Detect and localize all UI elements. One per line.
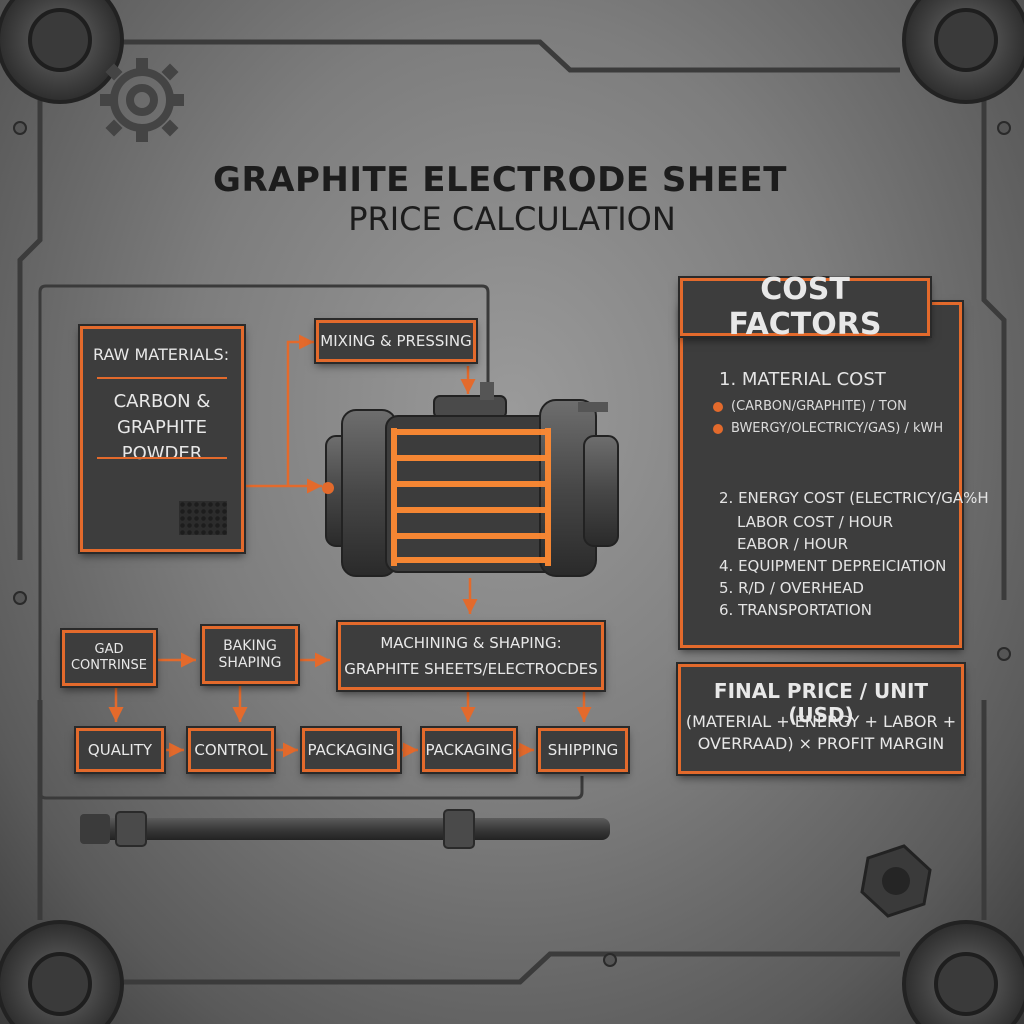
step-mixing-pressing: MIXING & PRESSING — [316, 320, 476, 362]
bullet-icon — [713, 423, 723, 434]
step-packaging-1: PACKAGING — [302, 728, 400, 772]
cost-factors-title: COST FACTORS — [680, 272, 930, 342]
final-price-title: FINAL PRICE / UNIT (USD) — [713, 679, 929, 727]
cost-item-transport: 6. TRANSPORTATION — [719, 601, 872, 619]
cost-item-energy: 2. ENERGY COST (ELECTRICY/GA%H — [719, 489, 989, 507]
cost-item-material: 1. MATERIAL COST — [719, 369, 886, 390]
final-price-formula: (MATERIAL + ENERGY + LABOR + OVERRAAD) ×… — [685, 712, 957, 753]
page-subtitle: PRICE CALCULATION — [348, 200, 676, 238]
cost-sub-energy: BWERGY/OLECTRICY/GAS) / kWH — [713, 421, 943, 436]
cost-item-labor-alt: EABOR / HOUR — [737, 535, 849, 553]
step-packaging-2: PACKAGING — [422, 728, 516, 772]
step-control: CONTROL — [188, 728, 274, 772]
cost-item-overhead: 5. R/D / OVERHEAD — [719, 579, 864, 597]
bullet-icon — [713, 401, 723, 412]
step-machining-shaping: MACHINING & SHAPING: GRAPHITE SHEETS/ELE… — [338, 622, 604, 690]
step-quality: QUALITY — [76, 728, 164, 772]
raw-materials-content: CARBON & GRAPHITE POWDER — [113, 391, 211, 464]
final-price-panel: FINAL PRICE / UNIT (USD) (MATERIAL + ENE… — [678, 664, 964, 774]
cost-item-labor: LABOR COST / HOUR — [737, 513, 894, 531]
cost-sub-carbon: (CARBON/GRAPHITE) / TON — [713, 399, 907, 414]
cost-factors-panel: 1. MATERIAL COST (CARBON/GRAPHITE) / TON… — [680, 302, 989, 648]
raw-materials-panel: RAW MATERIALS: CARBON & GRAPHITE POWDER — [80, 326, 244, 552]
vent-grille-icon — [179, 501, 227, 535]
pressing-machine-illustration — [322, 382, 619, 577]
step-shipping: SHIPPING — [538, 728, 628, 772]
page-title: GRAPHITE ELECTRODE SHEET — [213, 160, 787, 200]
raw-materials-label: RAW MATERIALS: — [93, 345, 230, 364]
corner-gear-tl — [0, 0, 124, 104]
cost-item-equipment: 4. EQUIPMENT DEPREICIATION — [719, 557, 947, 575]
step-gad-contrinse: GAD CONTRINSE — [62, 630, 156, 686]
step-baking-shaping: BAKING SHAPING — [202, 626, 298, 684]
